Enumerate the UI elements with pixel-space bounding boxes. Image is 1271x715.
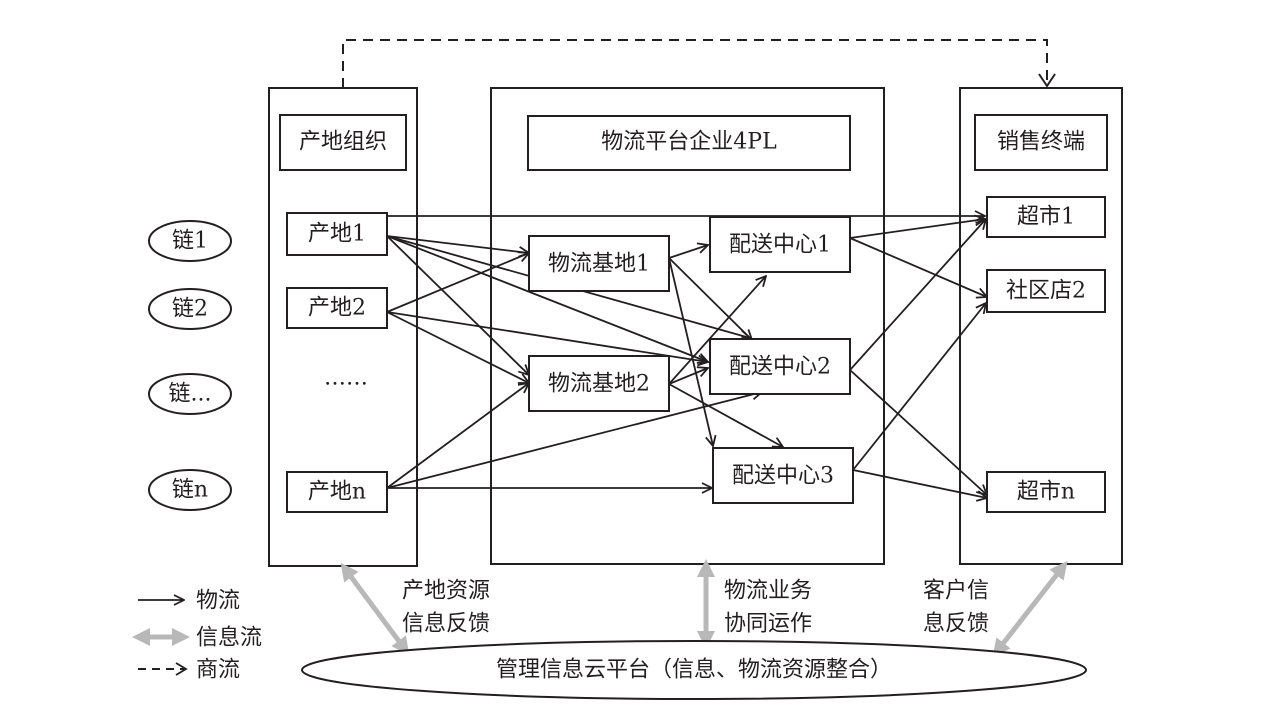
- flow-originn-center2: [386, 392, 762, 489]
- logistics-base-2: [528, 355, 670, 412]
- flow-center1-supermarket1: [849, 219, 985, 239]
- terminal-node-supermarket-1: [986, 196, 1106, 238]
- origin-node-1: [286, 212, 388, 256]
- legend-information-label: 信息流: [196, 626, 262, 651]
- flow-center2-supermarketn: [849, 369, 987, 495]
- flow-base2-center2: [668, 368, 708, 385]
- logistics-base-2-label: 物流基地2: [548, 372, 650, 397]
- distribution-center-2-label: 配送中心2: [729, 355, 831, 380]
- flow-center3-community2: [852, 303, 986, 471]
- customer-feedback-line-2: 息反馈: [923, 612, 989, 637]
- flow-originn-base2: [386, 383, 529, 489]
- logistics-base-1-label: 物流基地1: [548, 252, 650, 277]
- legend-commerce-label: 商流: [196, 658, 240, 683]
- chain-oval-3-label: 链...: [169, 382, 212, 407]
- logistics-arrows: [386, 216, 987, 498]
- distribution-center-1-label: 配送中心1: [729, 233, 831, 258]
- terminal-node-community-2-label: 社区店2: [1006, 279, 1086, 304]
- origin-node-n: [286, 471, 388, 513]
- chain-oval-2: [148, 288, 232, 330]
- flow-base1-center2: [668, 257, 752, 340]
- platform-header: [527, 115, 851, 171]
- terminal-node-supermarket-1-label: 超市1: [1017, 205, 1075, 230]
- chain-oval-1: [148, 220, 232, 262]
- flow-origin2-center2: [386, 311, 708, 362]
- chain-oval-n-label: 链n: [172, 478, 208, 503]
- origin-node-2-label: 产地2: [308, 296, 366, 321]
- legend-commerce-arrowhead: [175, 662, 188, 676]
- info-arrow-origin: [340, 562, 410, 656]
- legend: 物流 信息流 商流: [132, 589, 262, 683]
- origin-feedback-line-1: 产地资源: [402, 579, 490, 604]
- flow-base2-center3: [668, 383, 783, 447]
- flow-origin2-base2: [386, 311, 529, 383]
- flow-base1-center1: [668, 245, 708, 259]
- origin-feedback-line-2: 信息反馈: [402, 612, 490, 637]
- flow-origin1-base1: [386, 235, 529, 253]
- customer-feedback-line-1: 客户信: [923, 579, 989, 604]
- platform-feedback-line-2: 协同运作: [724, 612, 812, 637]
- distribution-center-3-label: 配送中心3: [732, 464, 834, 489]
- flow-base2-center1: [668, 276, 766, 385]
- distribution-center-3: [712, 447, 854, 504]
- flow-base1-center3: [668, 257, 713, 446]
- distribution-center-2: [709, 338, 851, 395]
- terminal-node-supermarket-n: [986, 471, 1106, 513]
- origin-ellipsis: ……: [324, 366, 368, 391]
- distribution-center-1: [709, 216, 851, 273]
- terminal-node-community-2: [986, 269, 1106, 313]
- cloud-platform: [301, 640, 1087, 700]
- platform-frame: [490, 87, 885, 565]
- flow-center1-community2: [849, 237, 987, 297]
- flow-origin2-base1: [386, 253, 529, 313]
- terminal-header: [974, 114, 1108, 171]
- flow-origin1-center2: [386, 235, 708, 362]
- terminal-header-label: 销售终端: [997, 130, 1085, 155]
- commerce-flow-arrowhead: [1038, 73, 1056, 88]
- platform-header-label: 物流平台企业4PL: [601, 130, 777, 155]
- logistics-base-1: [528, 235, 670, 292]
- flow-origin1-base2: [386, 235, 529, 375]
- origin-node-n-label: 产地n: [308, 480, 366, 505]
- origin-header-label: 产地组织: [299, 130, 387, 155]
- cloud-platform-label: 管理信息云平台（信息、物流资源整合）: [496, 658, 892, 683]
- chain-oval-3: [148, 373, 232, 415]
- legend-logistics-label: 物流: [196, 589, 240, 614]
- info-arrow-customer: [992, 560, 1068, 658]
- flow-center2-supermarket1: [849, 219, 986, 371]
- origin-node-1-label: 产地1: [308, 222, 366, 247]
- platform-feedback-line-1: 物流业务: [724, 579, 812, 604]
- origin-header: [279, 114, 407, 171]
- origin-node-2: [286, 287, 388, 329]
- chain-oval-2-label: 链2: [172, 297, 208, 322]
- terminal-node-supermarket-n-label: 超市n: [1017, 480, 1075, 505]
- chain-oval-n: [148, 469, 232, 511]
- flow-center3-supermarketn: [852, 469, 987, 498]
- commerce-flow-line: [342, 39, 1048, 88]
- chain-oval-1-label: 链1: [172, 229, 208, 254]
